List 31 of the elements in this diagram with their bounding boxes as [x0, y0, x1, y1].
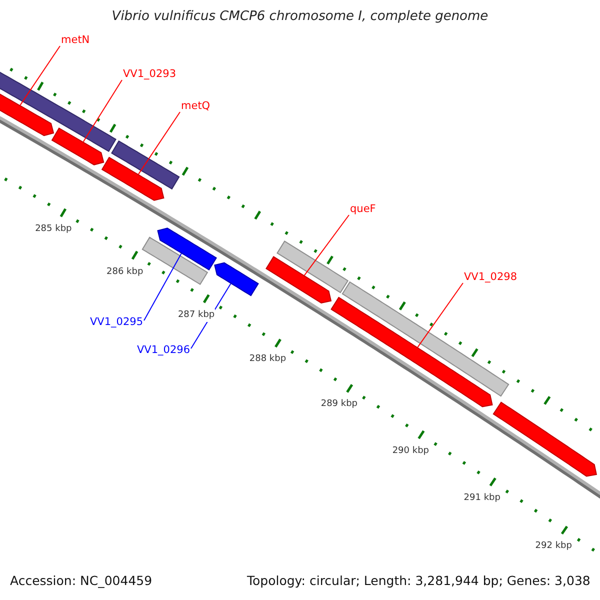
- scale-label: 290 kbp: [392, 444, 430, 458]
- accession-label: Accession: NC_004459: [10, 574, 152, 587]
- gene-label: VV1_0296: [137, 344, 190, 357]
- scale-label: 286 kbp: [106, 266, 144, 279]
- gene-feature: [101, 156, 164, 201]
- gene-label: VV1_0295: [90, 316, 144, 329]
- gene-label: VV1_0293: [123, 68, 176, 81]
- leader-line: [138, 112, 180, 175]
- gene-feature: [266, 256, 332, 304]
- gene-bar: [276, 240, 348, 294]
- gene-label: VV1_0298: [464, 271, 518, 284]
- leader-line: [304, 214, 350, 276]
- diagram-title: Vibrio vulnificus CMCP6 chromosome I, complete genome: [110, 10, 490, 23]
- gene-label: metN: [61, 34, 90, 47]
- scale-label: 287 kbp: [178, 308, 215, 322]
- gene-feature: [214, 262, 259, 296]
- leader-line: [417, 282, 464, 348]
- scale-label: 292 kbp: [535, 540, 572, 553]
- scale-label: 291 kbp: [464, 492, 500, 505]
- gene-bar: [142, 236, 208, 285]
- gene-feature: [492, 402, 598, 477]
- leader-line: [20, 46, 60, 106]
- leader-line: [144, 253, 182, 321]
- gene-bar: [111, 140, 180, 190]
- gene-feature: [52, 127, 104, 166]
- leader-line: [82, 80, 122, 142]
- gene-bar: [342, 281, 510, 397]
- gene-feature: [157, 228, 217, 270]
- gene-label: queF: [350, 203, 376, 216]
- gene-label: metQ: [181, 100, 210, 113]
- genome-info: Topology: circular; Length: 3,281,944 bp; Genes: 3,038: [247, 574, 590, 587]
